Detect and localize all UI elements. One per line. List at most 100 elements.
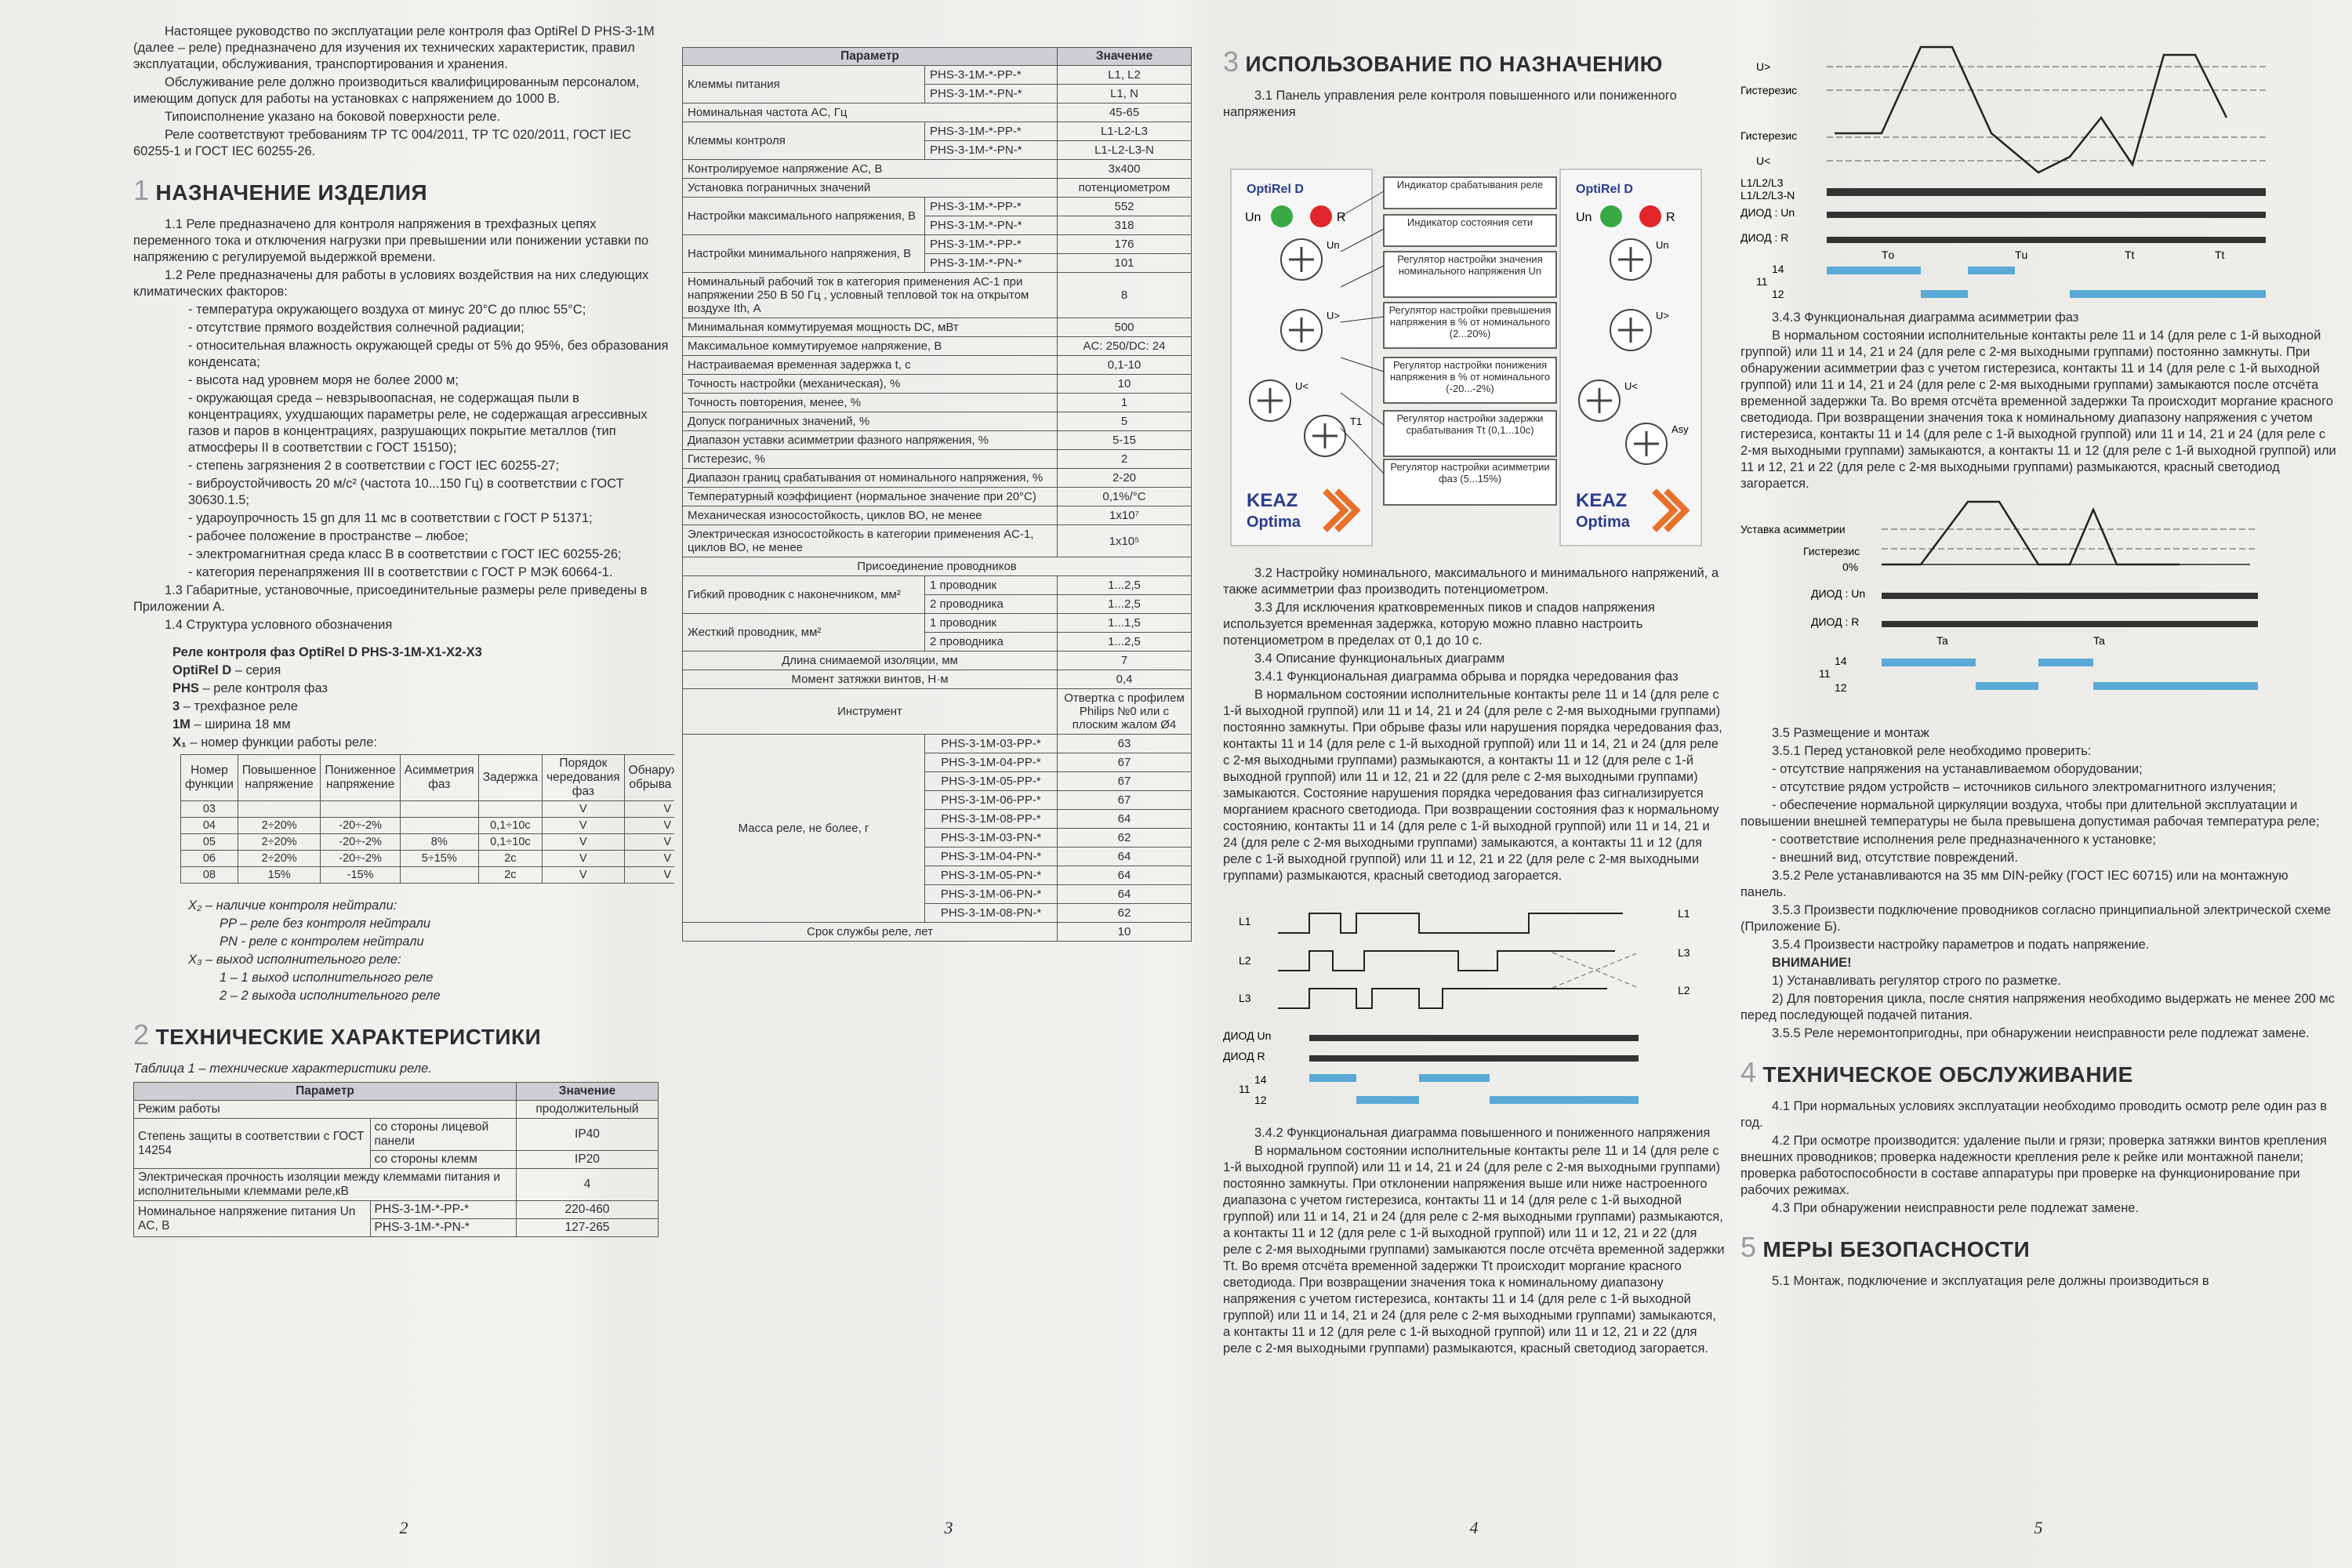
- list-item: - соответствие исполнения реле предназна…: [1772, 833, 2156, 847]
- cell: Настройки минимального напряжения, В: [682, 234, 926, 273]
- list-item: - отсутствие напряжения на устанавливаем…: [1772, 762, 2143, 776]
- page-number: 3: [944, 1518, 953, 1537]
- table-row: Присоединение проводников: [682, 557, 1192, 576]
- cell: V: [623, 800, 674, 818]
- callout-leader: [1340, 191, 1385, 217]
- device-left: [1230, 169, 1373, 546]
- cell: 1x10⁵: [1057, 524, 1192, 557]
- code-desc: – ширина 18 мм: [190, 717, 291, 731]
- cell: продолжительный: [516, 1100, 659, 1119]
- cell: 67: [1057, 790, 1192, 810]
- label-12: 12: [1835, 681, 1847, 694]
- table-row: PHS-3-1M-03-PN-*62: [683, 828, 1192, 848]
- optima-logo-right: Optima: [1576, 514, 1631, 531]
- cell: Клеммы питания: [682, 65, 926, 103]
- label-12: 12: [1254, 1094, 1267, 1106]
- code-key: 1M: [172, 717, 191, 731]
- callout-frame: [1383, 251, 1557, 298]
- code-desc: – номер функции работы реле:: [186, 735, 378, 750]
- cell: 64: [1057, 809, 1192, 829]
- cell: 2÷20%: [237, 833, 321, 851]
- diode-r-bar: [1309, 1055, 1639, 1062]
- cell: Инструмент: [682, 688, 1058, 735]
- cell: 101: [1057, 253, 1192, 273]
- callout-box: Индикатор срабатывания реле: [1340, 176, 1557, 217]
- knob-slot: [1289, 318, 1314, 343]
- cell: 0,1-10: [1057, 355, 1192, 375]
- label-umax: U>: [1756, 60, 1770, 73]
- cell: 63: [1057, 734, 1192, 753]
- cell: 2÷20%: [237, 850, 321, 867]
- code-key: OptiRel D: [172, 663, 232, 677]
- cell: 10: [1057, 922, 1192, 942]
- cell: L1, N: [1057, 84, 1192, 103]
- contact-14-bar: [1968, 267, 2015, 274]
- col-header: Значение: [1057, 47, 1192, 66]
- contact-12-bar: [1921, 290, 1968, 298]
- intro-paragraph: Обслуживание реле должно производиться к…: [133, 75, 640, 106]
- cell: Гибкий проводник с наконечником, мм²: [682, 575, 926, 614]
- dial-label: U<: [1295, 380, 1308, 392]
- page-number: 2: [399, 1518, 408, 1537]
- trace-l1: [1278, 913, 1623, 934]
- cell: AC: 250/DC: 24: [1057, 336, 1192, 356]
- contact-14-bar: [1419, 1074, 1490, 1082]
- callout-text-box: Регулятор настройки задержки срабатывани…: [1396, 412, 1544, 436]
- cell: V: [623, 817, 674, 834]
- cell: PHS-3-1M-03-PN-*: [924, 828, 1058, 848]
- cell: 1...2,5: [1057, 632, 1192, 652]
- callout-text: Индикатор срабатывания реле: [1396, 179, 1544, 191]
- para-3-5-1: 3.5.1 Перед установкой реле необходимо п…: [1772, 744, 2092, 758]
- cell: [399, 817, 479, 834]
- dial-label: U<: [1624, 380, 1638, 392]
- cell: со стороны клемм: [369, 1150, 517, 1169]
- callout-frame: [1383, 302, 1557, 349]
- callout-text: Регулятор настройки задержки срабатывани…: [1396, 412, 1544, 436]
- column-header: Асимметрия фаз: [399, 754, 479, 801]
- cell: [399, 866, 479, 884]
- table-row: PHS-3-1M-05-PN-*64: [683, 866, 1192, 885]
- label-ta-2: Ta: [2093, 634, 2105, 647]
- cell: IP20: [516, 1150, 659, 1169]
- cell: Диапазон границ срабатывания от номиналь…: [682, 468, 1058, 488]
- cell: PHS-3-1M-08-PP-*: [924, 809, 1058, 829]
- cell: Отвертка с профилем Philips №0 или с пло…: [1057, 688, 1192, 735]
- table-row: PHS-3-1M-06-PP-*67: [683, 790, 1192, 810]
- label-diode-un: ДИОД : Un: [1740, 206, 1795, 219]
- label-hyst: Гистерезис: [1803, 545, 1860, 557]
- knob-slot: [1634, 431, 1659, 456]
- code-title: Реле контроля фаз OptiRel D PHS-3-1M-X1-…: [172, 645, 482, 659]
- cell: V: [623, 850, 674, 867]
- list-item: - окружающая среда – невзрывоопасная, не…: [188, 391, 648, 455]
- contact-14-bar: [2038, 659, 2093, 666]
- section-title: ТЕХНИЧЕСКОЕ ОБСЛУЖИВАНИЕ: [1762, 1062, 2133, 1087]
- cell: 3x400: [1057, 159, 1192, 179]
- cell: Настраиваемая временная задержка t, с: [682, 355, 1058, 375]
- para-3-3: 3.3 Для исключения кратковременных пиков…: [1223, 601, 1655, 648]
- dial-knob: Un: [1610, 238, 1669, 281]
- cell: 0,1÷10с: [477, 817, 543, 834]
- list-item: - рабочее положение в пространстве – люб…: [188, 529, 469, 543]
- list-item: - внешний вид, отсутствие повреждений.: [1772, 851, 2018, 865]
- dial-knob: U<: [1578, 379, 1638, 422]
- contact-12-bar: [2070, 290, 2266, 298]
- asymmetry-diagram: Уставка асимметрии Гистерезис 0% ДИОД : …: [1740, 494, 2336, 725]
- cell: Диапазон уставки асимметрии фазного напр…: [682, 430, 1058, 450]
- col-header: Параметр: [133, 1082, 517, 1101]
- para-3-4-1-body: В нормальном состоянии исполнительные ко…: [1223, 688, 1722, 883]
- table-row: Механическая износостойкость, циклов ВО,…: [682, 506, 1192, 525]
- threshold-lines: [1827, 66, 2266, 162]
- control-panel-svg: OptiRel D OptiRel D Un R Un R UnU>U<T1Un…: [1230, 169, 1702, 546]
- page-5: U> Гистерезис Гистерезис U< L1/L2/L3 L1/…: [1740, 24, 2336, 1544]
- cell: Электрическая прочность изоляции между к…: [133, 1168, 517, 1201]
- dial-knob: Asy: [1625, 423, 1689, 465]
- section-title: МЕРЫ БЕЗОПАСНОСТИ: [1762, 1237, 2031, 1261]
- callout-text-box: Регулятор настройки значения номинальног…: [1397, 253, 1543, 277]
- phase-loss-svg: L1 L2 L3 ДИОД Un ДИОД R 14 11 12 L1 L3 L…: [1223, 907, 1690, 1106]
